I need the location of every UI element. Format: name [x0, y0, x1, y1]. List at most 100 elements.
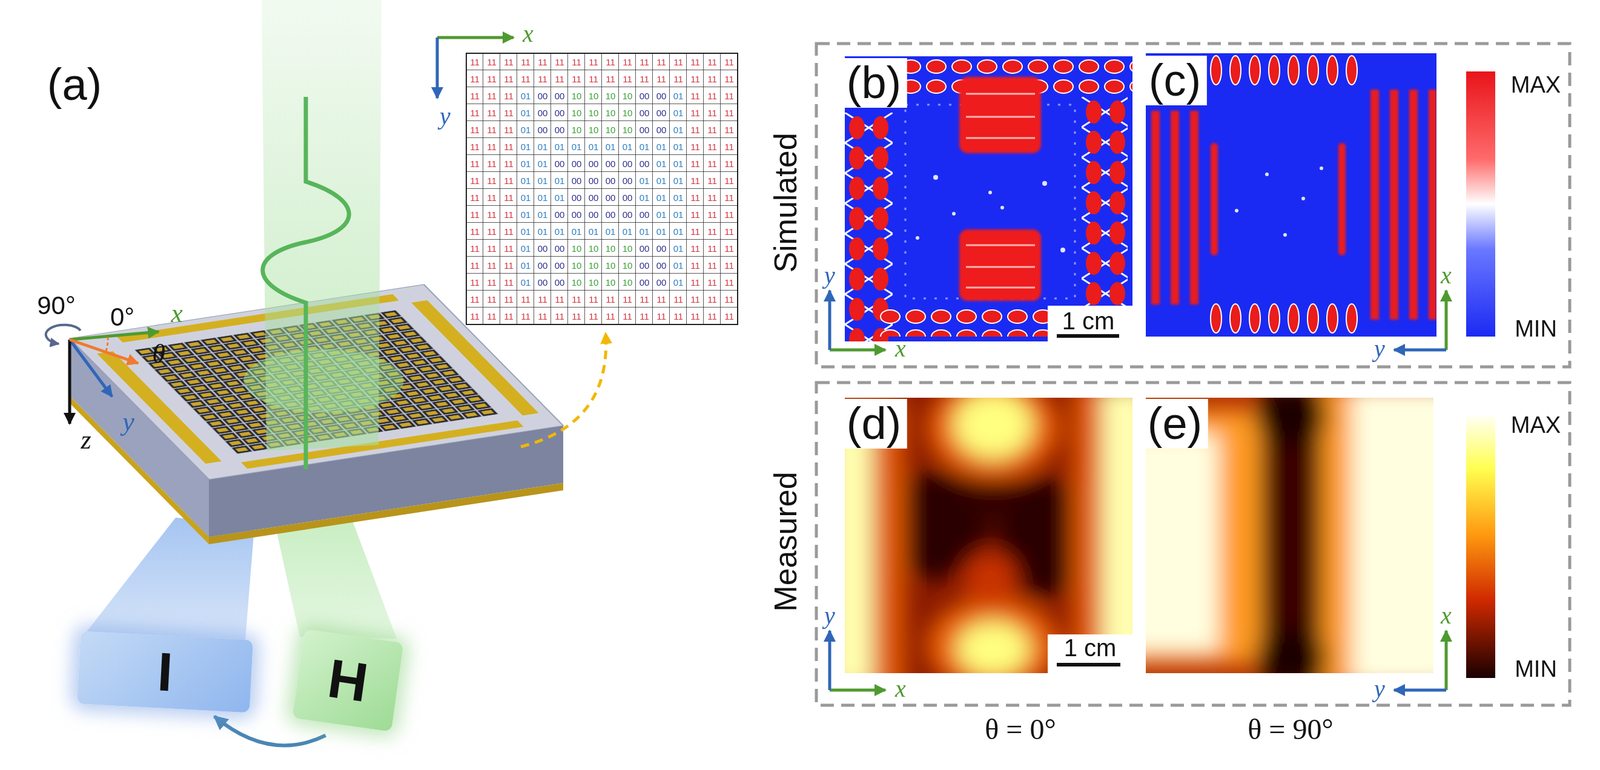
code-cell: 11	[707, 125, 718, 135]
code-cell: 11	[554, 57, 565, 67]
code-cell: 10	[588, 261, 599, 271]
code-cell: 11	[690, 57, 701, 67]
code-cell: 00	[537, 108, 549, 118]
code-cell: 11	[707, 294, 718, 305]
code-cell: 11	[469, 74, 480, 84]
code-cell: 10	[622, 91, 633, 101]
code-cell: 10	[571, 108, 582, 118]
axis-label: y	[122, 408, 135, 436]
axis-label: x	[895, 336, 906, 361]
code-cell: 11	[571, 294, 582, 305]
code-cell: 10	[622, 125, 633, 135]
code-cell: 01	[656, 193, 667, 203]
panel-letter: (a)	[47, 62, 102, 108]
code-cell: 00	[605, 193, 616, 203]
code-cell: 11	[486, 57, 497, 67]
panel-letter: (b)	[840, 58, 908, 108]
code-cell: 00	[656, 277, 667, 288]
code-cell: 11	[486, 210, 497, 220]
code-cell: 11	[622, 74, 633, 84]
code-cell: 11	[503, 261, 514, 271]
code-cell: 11	[724, 57, 734, 67]
code-cell: 00	[554, 277, 566, 288]
code-cell: 01	[656, 227, 667, 237]
code-cell: 00	[605, 210, 616, 220]
code-cell: 11	[622, 294, 633, 305]
code-cell: 11	[520, 294, 531, 305]
code-cell: 01	[554, 227, 566, 237]
code-cell: 10	[571, 91, 582, 101]
code-cell: 11	[486, 142, 497, 152]
axis-label: z	[80, 426, 91, 454]
code-cell: 11	[588, 74, 599, 84]
code-cell: 11	[622, 311, 633, 321]
code-cell: 01	[520, 108, 532, 118]
code-cell: 01	[588, 227, 599, 237]
code-cell: 10	[605, 244, 616, 254]
code-cell: 11	[605, 74, 616, 84]
code-cell: 00	[656, 244, 667, 254]
image-tile: I	[76, 631, 254, 714]
code-cell: 11	[486, 244, 497, 254]
code-cell: 00	[537, 277, 549, 288]
code-cell: 11	[690, 108, 701, 118]
code-cell: 11	[707, 277, 718, 288]
code-cell: 01	[673, 142, 684, 152]
code-cell: 01	[588, 142, 599, 152]
code-cell: 11	[588, 57, 599, 67]
code-cell: 00	[622, 159, 633, 169]
code-cell: 11	[724, 74, 734, 84]
axis-label: x	[170, 300, 183, 328]
code-cell: 10	[571, 277, 582, 288]
code-cell: 11	[520, 311, 531, 321]
code-cell: 01	[622, 227, 633, 237]
code-cell: 00	[588, 176, 599, 186]
axis-label: y	[824, 603, 836, 629]
code-cell: 10	[588, 91, 599, 101]
scale-min: MIN	[1514, 657, 1558, 681]
code-cell: 11	[707, 57, 718, 67]
code-cell: 11	[503, 125, 514, 135]
code-cell: 11	[690, 311, 701, 321]
code-cell: 00	[656, 91, 667, 101]
code-cell: 00	[639, 91, 650, 101]
code-cell: 01	[571, 227, 582, 237]
code-cell: 11	[469, 210, 480, 220]
condition-label: θ = 90°	[1247, 715, 1333, 745]
tile-letter: H	[324, 651, 372, 711]
code-cell: 01	[520, 91, 532, 101]
code-cell: 11	[690, 176, 701, 186]
code-cell: 11	[639, 311, 650, 321]
code-cell: 00	[656, 261, 667, 271]
theta-arc	[105, 337, 108, 354]
code-cell: 11	[673, 294, 684, 305]
code-cell: 11	[707, 227, 718, 237]
code-cell: 11	[486, 176, 497, 186]
code-cell: 11	[486, 277, 497, 288]
x-axis-arrow	[829, 348, 886, 352]
code-cell: 11	[469, 277, 480, 288]
code-cell: 11	[588, 294, 599, 305]
code-cell: 11	[571, 74, 582, 84]
code-cell: 10	[588, 244, 599, 254]
code-cell: 10	[588, 108, 599, 118]
code-cell: 01	[673, 244, 684, 254]
code-cell: 11	[469, 125, 480, 135]
code-cell: 11	[622, 57, 633, 67]
code-cell: 01	[537, 176, 549, 186]
code-cell: 00	[656, 108, 667, 118]
code-cell: 00	[622, 193, 633, 203]
code-cell: 01	[639, 193, 650, 203]
code-cell: 01	[537, 159, 549, 169]
code-cell: 11	[707, 142, 718, 152]
code-cell: 11	[724, 125, 734, 135]
code-cell: 11	[537, 74, 548, 84]
code-cell: 11	[469, 311, 480, 321]
code-cell: 11	[588, 311, 599, 321]
code-cell: 11	[469, 91, 480, 101]
axis-label: x	[522, 21, 534, 47]
code-cell: 11	[639, 294, 650, 305]
code-cell: 11	[537, 294, 548, 305]
code-cell: 11	[537, 311, 548, 321]
code-cell: 11	[605, 57, 616, 67]
